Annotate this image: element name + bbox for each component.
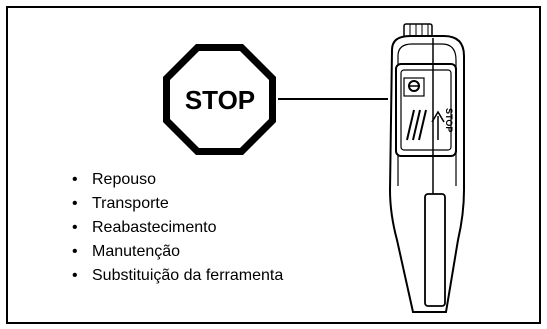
bullet: •: [72, 243, 78, 260]
list-item-label: Manutenção: [92, 243, 181, 260]
list-item: • Manutenção: [68, 240, 283, 264]
switch-stop-label: STOP: [444, 108, 454, 132]
list-item-label: Transporte: [92, 195, 169, 212]
bullet: •: [72, 219, 78, 236]
list-item-label: Reabastecimento: [92, 219, 217, 236]
list-item-label: Substituição da ferramenta: [92, 267, 284, 284]
list-item: • Substituição da ferramenta: [68, 264, 283, 288]
stop-sign-label: STOP: [185, 85, 255, 115]
stop-sign-icon: STOP: [163, 44, 276, 155]
list-item: • Reabastecimento: [68, 216, 283, 240]
condition-list: • Repouso • Transporte • Reabastecimento • M…: [68, 168, 283, 288]
bullet: •: [72, 171, 78, 188]
list-item: • Repouso: [68, 168, 283, 192]
bullet: •: [72, 267, 78, 284]
bullet: •: [72, 195, 78, 212]
list-item: • Transporte: [68, 192, 283, 216]
list-item-label: Repouso: [92, 171, 157, 188]
tool-handle-icon: [388, 23, 465, 313]
